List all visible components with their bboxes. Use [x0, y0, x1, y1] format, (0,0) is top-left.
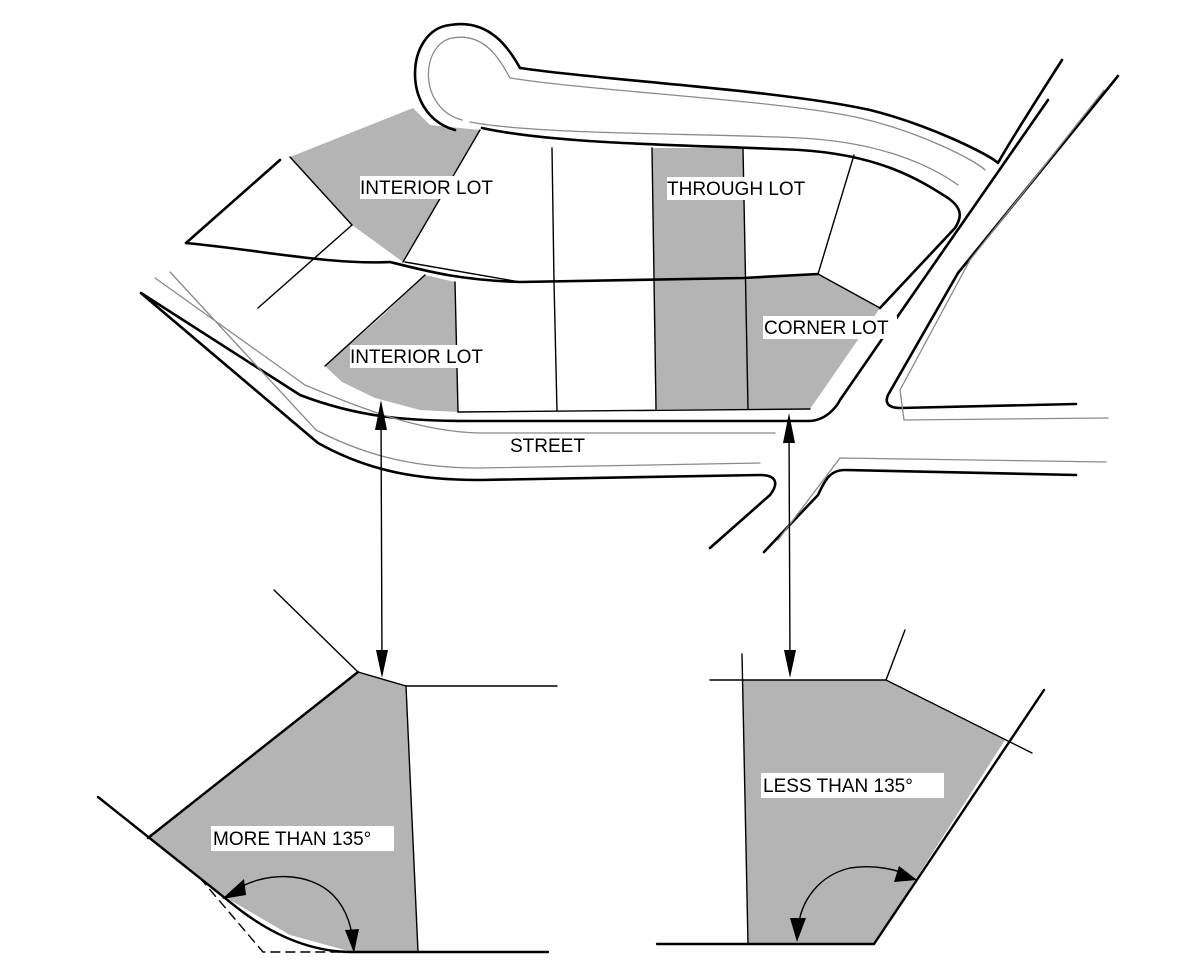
label-less-than-135: LESS THAN 135°: [763, 776, 913, 797]
lot-line-7: [553, 281, 558, 412]
leader-right-arrowhead-top: [783, 413, 795, 443]
detail-left-curved-curb: [96, 795, 550, 954]
leader-left-arrowhead-bottom: [376, 650, 388, 678]
angle-arrowhead-left-2: [345, 929, 359, 953]
leader-left-line: [380, 411, 383, 669]
street-inner-line-main: [154, 271, 776, 469]
detail-right-street-line: [872, 688, 1046, 946]
detail-left-angle-arc: [231, 875, 355, 948]
streets: [139, 22, 1120, 554]
detail-right-lot-line-vert: [741, 653, 749, 945]
lot-line-4: [324, 274, 426, 367]
detail-left-lot-line-diag: [146, 670, 360, 840]
detail-left-corner-cut: [357, 671, 407, 687]
leader-left-arrowhead-top: [375, 400, 387, 430]
lot-line-8: [651, 147, 657, 410]
detail-left-ext-line: [273, 589, 359, 673]
lot-line-6: [551, 147, 555, 283]
street-inner-line-cul-de-sac: [427, 36, 986, 186]
lot-line-1: [257, 224, 353, 309]
detail-left-lot-line-vert: [405, 685, 419, 953]
detail-right-corner-cut: [885, 679, 1033, 754]
detail-more-than-135: [96, 589, 558, 954]
lot-line-11: [817, 273, 881, 309]
main-street-top-curb: [139, 98, 1050, 423]
detail-less-than-135: [655, 629, 1046, 946]
label-through-lot: THROUGH LOT: [667, 179, 806, 200]
detail-right-ext-line: [885, 629, 906, 681]
leader-arrows: [375, 400, 796, 678]
detail-left-shaded-lot: [148, 672, 418, 952]
labels: INTERIOR LOT THROUGH LOT INTERIOR LOT CO…: [211, 176, 944, 851]
angle-arrowhead-right-1: [790, 918, 806, 942]
lot-line-2: [289, 156, 353, 226]
street-inner-line-side: [777, 89, 1109, 541]
leader-right-arrowhead-bottom: [784, 650, 796, 678]
side-street-right-upper: [885, 74, 1120, 410]
label-street: STREET: [510, 436, 585, 457]
angle-arrowhead-right-2: [894, 866, 917, 882]
lot-line-13: [457, 408, 811, 413]
inner-block-curve: [184, 158, 820, 284]
detail-left-dashed-tangent: [199, 877, 353, 953]
lot-line-10: [817, 154, 855, 275]
cul-de-sac-outer-curb: [413, 22, 1064, 165]
leader-right-line: [788, 423, 791, 669]
label-interior-lot-bottom: INTERIOR LOT: [350, 347, 483, 368]
side-street-right-lower: [762, 468, 1078, 554]
detail-right-shaded-lot: [742, 680, 1005, 944]
cul-de-sac-inner-edge: [480, 126, 962, 310]
angle-arrowhead-left-1: [222, 879, 246, 899]
main-street-bottom-curb: [140, 292, 777, 550]
corner-lot-shape: [743, 274, 880, 409]
label-corner-lot: CORNER LOT: [764, 318, 889, 339]
interior-lot-bottom-shape: [325, 275, 458, 412]
detail-right-angle-arc: [797, 866, 911, 931]
lot-line-12: [404, 261, 521, 283]
label-more-than-135: MORE THAN 135°: [213, 829, 371, 850]
label-interior-lot-top: INTERIOR LOT: [360, 178, 493, 199]
